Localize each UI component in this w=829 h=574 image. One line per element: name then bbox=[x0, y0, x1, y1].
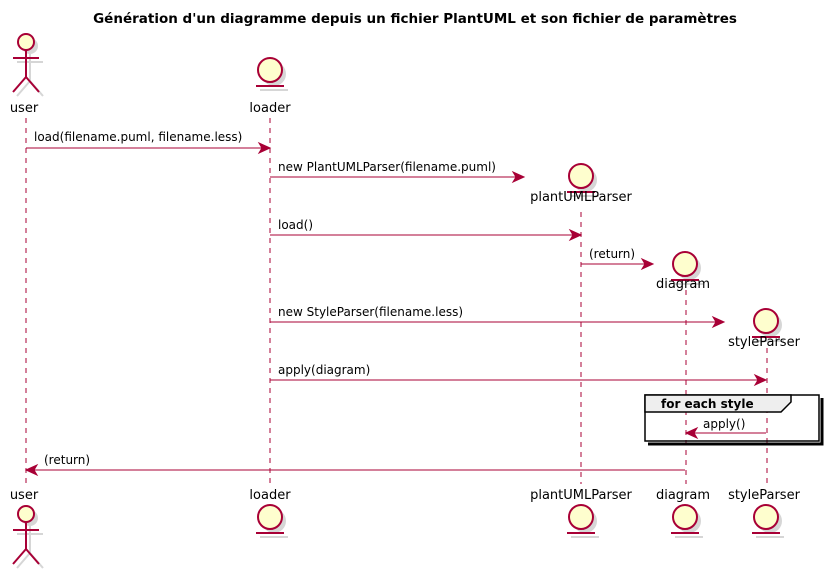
entity-plantumlparser-bottom-icon bbox=[567, 504, 599, 538]
participant-label-plantumlparser-bottom: plantUMLParser bbox=[530, 488, 632, 503]
entity-diagram-bottom-icon bbox=[671, 504, 703, 538]
participant-label-plantumlparser-top: plantUMLParser bbox=[530, 190, 632, 205]
message-label: (return) bbox=[589, 247, 635, 261]
message-apply-diagram: apply(diagram) bbox=[270, 363, 768, 387]
entity-diagram-top-icon bbox=[671, 251, 703, 285]
participant-label-user-bottom: user bbox=[10, 488, 39, 503]
participant-label-user-top: user bbox=[10, 101, 39, 116]
actor-user-top-icon bbox=[12, 33, 44, 97]
message-new-styleparser: new StyleParser(filename.less) bbox=[270, 305, 726, 329]
entity-loader-top-icon bbox=[256, 57, 288, 91]
message-label: (return) bbox=[44, 453, 90, 467]
message-label: load() bbox=[278, 218, 313, 232]
message-return-user: (return) bbox=[24, 453, 685, 477]
message-apply: apply() bbox=[684, 417, 766, 440]
entity-styleparser-top-icon bbox=[752, 308, 784, 342]
loop-group: for each style bbox=[644, 394, 824, 446]
loop-group-label: for each style bbox=[661, 397, 754, 411]
participant-label-styleparser-top: styleParser bbox=[728, 335, 801, 350]
message-label: new PlantUMLParser(filename.puml) bbox=[278, 160, 496, 174]
message-load: load() bbox=[270, 218, 583, 242]
diagram-title: Génération d'un diagramme depuis un fich… bbox=[93, 11, 737, 27]
message-new-plantumlparser: new PlantUMLParser(filename.puml) bbox=[270, 160, 526, 184]
participant-label-loader-bottom: loader bbox=[249, 488, 291, 503]
message-label: apply(diagram) bbox=[278, 363, 370, 377]
message-label: new StyleParser(filename.less) bbox=[278, 305, 463, 319]
entity-styleparser-bottom-icon bbox=[752, 504, 784, 538]
message-load-files: load(filename.puml, filename.less) bbox=[26, 130, 272, 155]
message-label: load(filename.puml, filename.less) bbox=[34, 130, 242, 144]
message-return-create-diagram: (return) bbox=[581, 247, 655, 271]
participant-label-loader-top: loader bbox=[249, 101, 291, 116]
entity-loader-bottom-icon bbox=[256, 504, 288, 538]
participant-label-styleparser-bottom: styleParser bbox=[728, 488, 801, 503]
actor-user-bottom-icon bbox=[12, 505, 44, 569]
participant-label-diagram-bottom: diagram bbox=[656, 488, 710, 503]
participant-label-diagram-top: diagram bbox=[656, 277, 710, 292]
message-label: apply() bbox=[703, 417, 745, 431]
entity-plantumlparser-top-icon bbox=[567, 163, 599, 197]
